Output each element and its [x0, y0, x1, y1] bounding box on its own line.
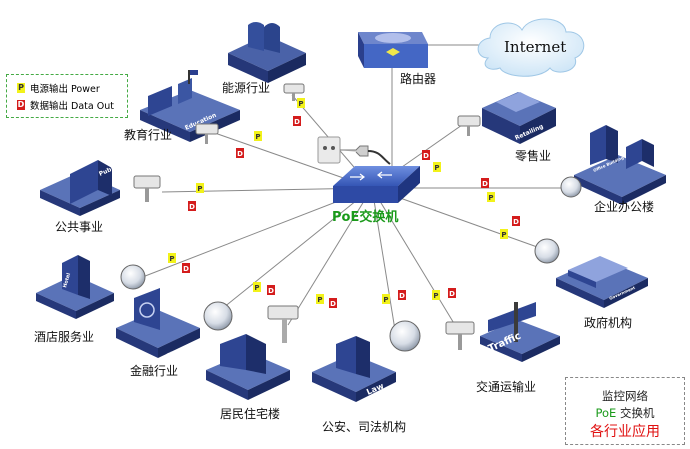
svg-text:P: P — [254, 284, 259, 292]
router-label: 路由器 — [400, 72, 437, 86]
svg-text:P: P — [255, 133, 260, 141]
svg-text:D: D — [268, 287, 274, 295]
industry-energy: 能源行业 — [222, 81, 271, 95]
industry-government: 政府机构 — [584, 316, 633, 330]
summary-line-2: PoE 交换机 — [566, 405, 684, 421]
power-tag: P — [297, 98, 305, 108]
power-tag: P — [196, 183, 204, 193]
building-law-icon — [312, 336, 396, 402]
building-energy-icon — [228, 22, 306, 83]
building-residential-icon — [206, 334, 290, 400]
data-tag: D — [182, 263, 190, 273]
power-tag: P — [17, 83, 25, 93]
industry-residential: 居民住宅楼 — [220, 407, 281, 421]
summary-line-1: 监控网络 — [602, 389, 648, 403]
svg-text:P: P — [434, 164, 439, 172]
svg-text:P: P — [488, 194, 493, 202]
power-tag: P — [316, 294, 324, 304]
svg-text:D: D — [183, 265, 189, 273]
summary-switch: 交换机 — [616, 406, 655, 420]
svg-text:D: D — [399, 292, 405, 300]
legend-power-label: 电源输出 Power — [30, 84, 100, 95]
power-tag: P — [500, 229, 508, 239]
industry-retail: 零售业 — [515, 149, 552, 163]
building-traffic-icon — [480, 302, 560, 362]
industry-police: 公安、司法机构 — [322, 420, 407, 434]
data-tag: D — [188, 201, 196, 211]
industry-transport: 交通运输业 — [476, 380, 537, 394]
building-public-icon — [40, 160, 120, 216]
internet-label: Internet — [504, 38, 567, 56]
building-office-icon — [574, 125, 666, 205]
power-tag: P — [432, 290, 440, 300]
industry-office: 企业办公楼 — [594, 200, 655, 214]
svg-text:D: D — [237, 150, 243, 158]
poe-switch-icon — [333, 166, 420, 203]
svg-text:D: D — [513, 218, 519, 226]
summary-line-3: 各行业应用 — [590, 424, 660, 440]
svg-text:P: P — [197, 185, 202, 193]
data-tag: D — [422, 150, 430, 160]
data-tag: D — [481, 178, 489, 188]
bullet-camera-icon — [133, 83, 481, 350]
svg-text:D: D — [423, 152, 429, 160]
legend-data: D 数据输出 Data Out — [17, 98, 114, 112]
power-tag: P — [487, 192, 495, 202]
legend-data-label: 数据输出 Data Out — [30, 101, 114, 112]
data-tag: D — [267, 285, 275, 295]
poe-switch-label: PoE交换机 — [332, 210, 399, 225]
building-retail-icon — [482, 92, 556, 144]
data-tag: D — [236, 148, 244, 158]
power-outlet-icon — [317, 136, 391, 165]
industry-hotel: 酒店服务业 — [34, 330, 95, 344]
legend-power: P 电源输出 Power — [17, 81, 100, 95]
svg-text:P: P — [433, 292, 438, 300]
industry-public: 公共事业 — [55, 220, 104, 234]
data-tag: D — [448, 288, 456, 298]
data-tag: D — [293, 116, 301, 126]
power-tag: P — [254, 131, 262, 141]
building-government-icon — [556, 256, 648, 308]
router-icon — [358, 32, 428, 68]
data-tag: D — [512, 216, 520, 226]
power-tag: P — [253, 282, 261, 292]
summary-box: 监控网络 PoE 交换机 各行业应用 — [565, 377, 685, 445]
legend: P 电源输出 Power D 数据输出 Data Out — [6, 74, 128, 118]
svg-text:D: D — [449, 290, 455, 298]
data-tag: D — [398, 290, 406, 300]
svg-text:D: D — [482, 180, 488, 188]
internet-cloud-icon — [477, 18, 585, 77]
svg-text:P: P — [169, 255, 174, 263]
power-tag: P — [382, 294, 390, 304]
building-finance-icon — [116, 288, 200, 358]
svg-text:P: P — [383, 296, 388, 304]
data-tag: D — [329, 298, 337, 308]
svg-text:D: D — [330, 300, 336, 308]
industry-finance: 金融行业 — [130, 364, 179, 378]
power-tag: P — [168, 253, 176, 263]
svg-text:D: D — [294, 118, 300, 126]
power-tag: P — [433, 162, 441, 172]
svg-text:P: P — [298, 100, 303, 108]
svg-text:P: P — [317, 296, 322, 304]
svg-text:D: D — [189, 203, 195, 211]
svg-text:P: P — [501, 231, 506, 239]
summary-poe: PoE — [595, 406, 617, 420]
line-tags: P D P D P D D P D P D P P D P D P D P D … — [168, 98, 520, 308]
dome-camera-icon — [120, 176, 582, 352]
sign-hotel: Hotel — [62, 272, 72, 288]
data-tag: D — [17, 100, 25, 110]
building-hotel-icon — [36, 255, 114, 319]
industry-education: 教育行业 — [124, 128, 173, 142]
